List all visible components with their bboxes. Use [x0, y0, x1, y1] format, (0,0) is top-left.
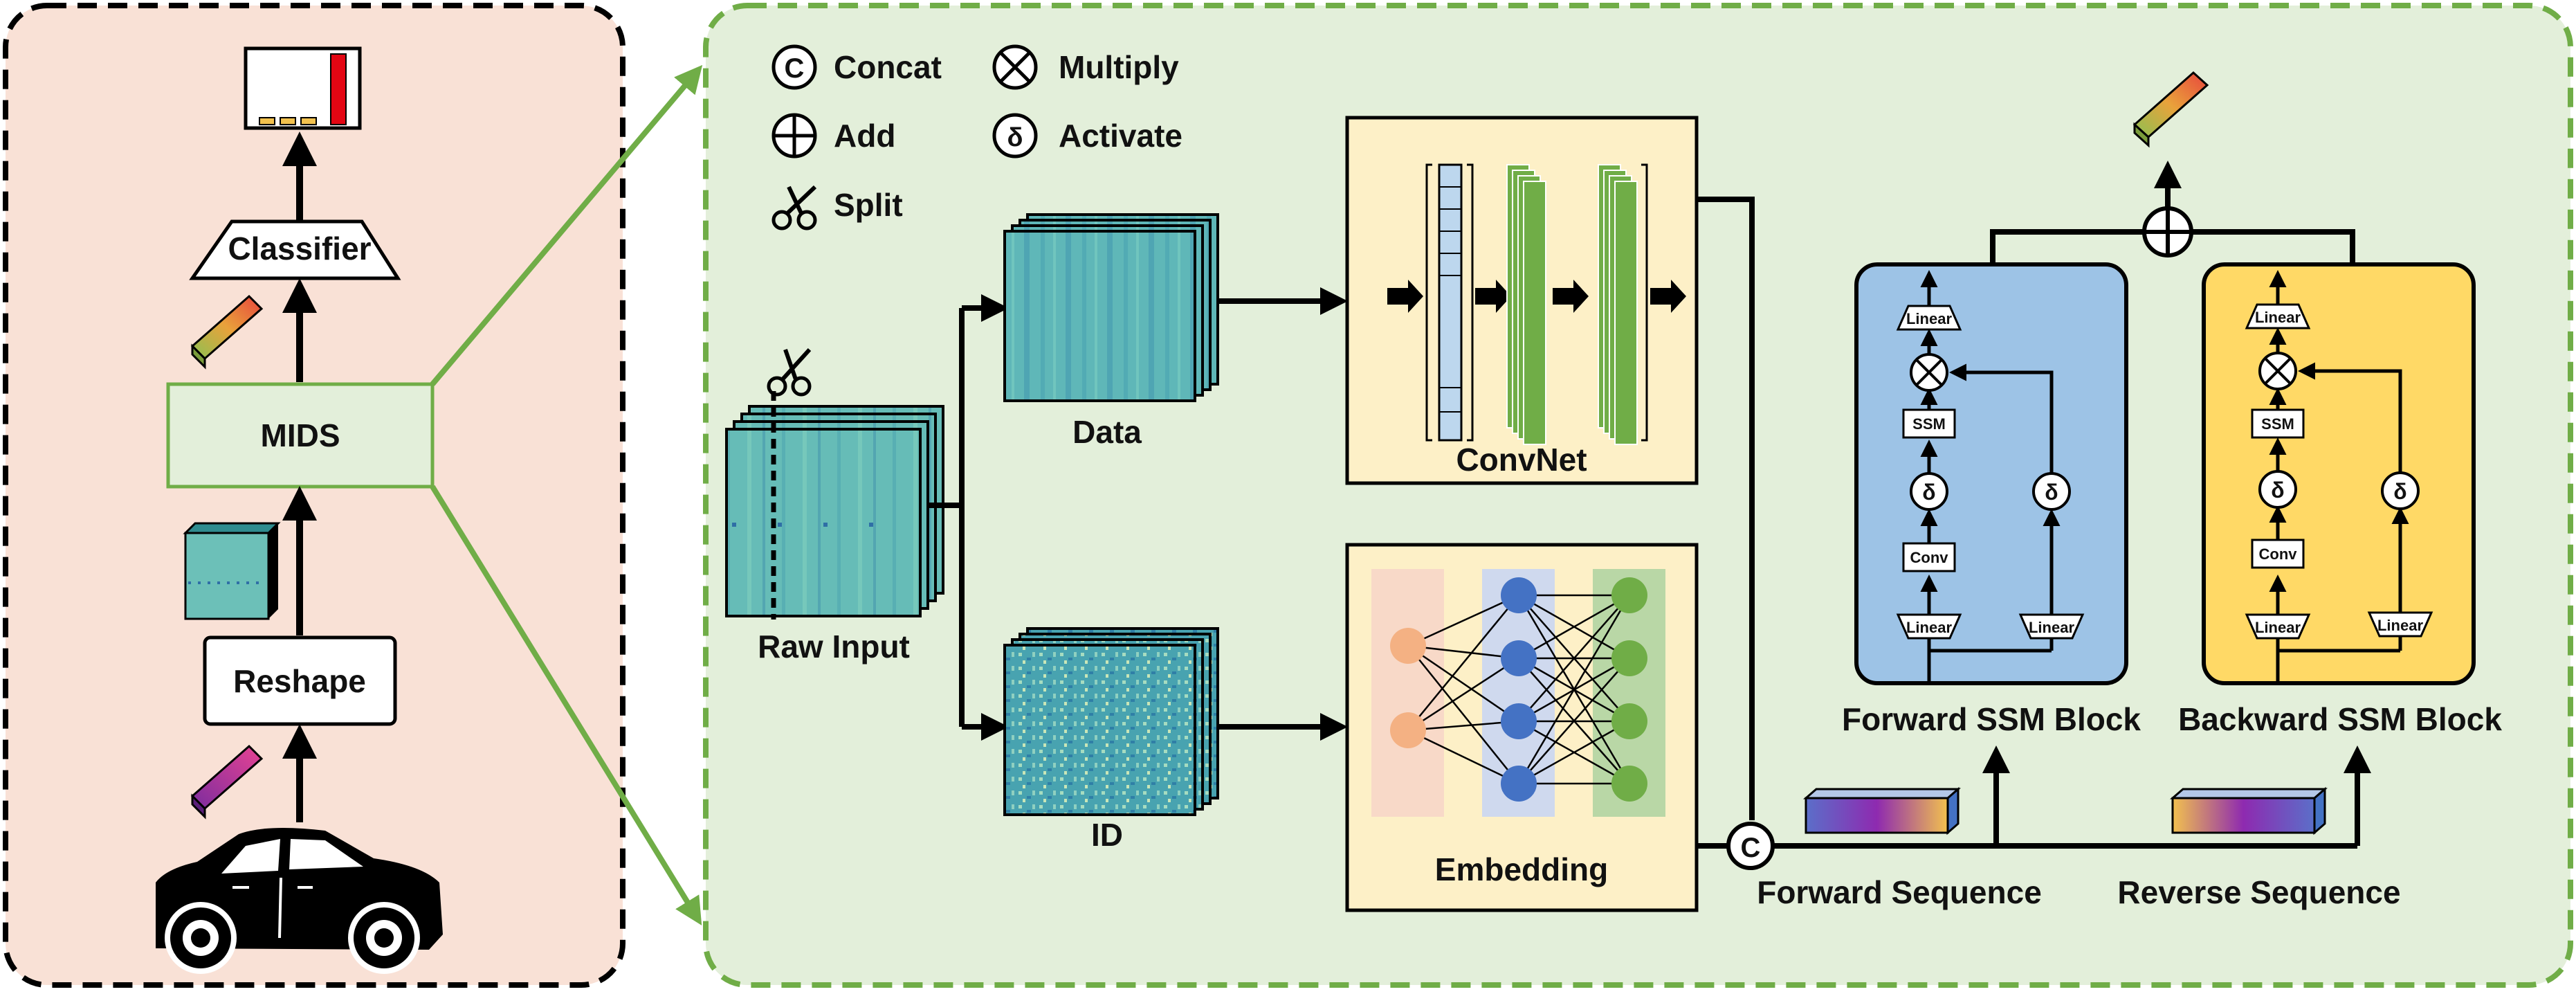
backward-ssm: SSM: [2261, 415, 2294, 433]
output-node: [1611, 640, 1647, 676]
raw-input-label: Raw Input: [758, 629, 910, 665]
feature-vector-icon: [190, 294, 264, 370]
output-merge: [1990, 71, 2355, 266]
reverse-sequence-label: Reverse Sequence: [2117, 874, 2400, 910]
backward-linear-out: Linear: [2255, 309, 2301, 326]
backward-linear-in-left: Linear: [2255, 619, 2301, 636]
backward-delta-left: δ: [2271, 478, 2284, 503]
embedding-block: Embedding: [1345, 543, 1699, 912]
backward-ssm-title: Backward SSM Block: [2178, 701, 2502, 737]
concat-node-symbol: C: [1741, 833, 1761, 863]
data-stack: Data: [1003, 213, 1219, 450]
reshape-label: Reshape: [233, 663, 366, 699]
split-arrows: [928, 294, 1009, 741]
input-node: [1390, 628, 1426, 664]
forward-delta-right: δ: [2045, 480, 2058, 505]
mids-label: MIDS: [261, 417, 340, 453]
reshaped-tensor-icon: [183, 522, 281, 620]
legend: C Concat Add Split Multiply δ Activate: [771, 44, 1182, 231]
id-stack: ID: [1003, 627, 1219, 853]
forward-linear-out: Linear: [1906, 310, 1952, 327]
concat-merge: C: [1697, 197, 2371, 870]
forward-sequence-bar: [1802, 786, 1962, 835]
car-icon: [156, 828, 443, 974]
left-panel: Classifier MIDS Reshape: [3, 3, 625, 988]
classifier-label: Classifier: [228, 231, 371, 266]
convnet-label: ConvNet: [1456, 442, 1587, 478]
forward-delta-left: δ: [1922, 480, 1935, 505]
concat-icon: [771, 44, 817, 90]
hidden-node: [1501, 577, 1537, 613]
right-panel: C Concat Add Split Multiply δ Activate: [703, 3, 2573, 988]
activate-symbol: δ: [1007, 123, 1023, 152]
forward-ssm-title: Forward SSM Block: [1842, 701, 2141, 737]
legend-add-label: Add: [834, 118, 895, 154]
reverse-sequence-bar: [2169, 786, 2328, 835]
zoom-connectors: [430, 64, 703, 925]
forward-linear-in-left: Linear: [1906, 619, 1952, 636]
forward-ssm-block: Linear Conv δ SSM Linear Linear δ Forw: [1842, 262, 2141, 737]
activate-icon: [992, 113, 1038, 159]
scissors-icon: [771, 185, 817, 231]
id-label: ID: [1091, 817, 1123, 853]
legend-split-label: Split: [834, 187, 903, 223]
forward-conv: Conv: [1910, 549, 1949, 566]
output-node: [1611, 766, 1647, 802]
backward-delta-right: δ: [2393, 479, 2406, 504]
reshape-block: Reshape: [203, 635, 397, 726]
split-scissors-icon: [767, 347, 812, 397]
backward-linear-in-right: Linear: [2377, 617, 2423, 634]
forward-sequence-label: Forward Sequence: [1757, 874, 2042, 910]
legend-multiply-label: Multiply: [1059, 49, 1179, 85]
legend-activate-label: Activate: [1059, 118, 1182, 154]
hidden-node: [1501, 703, 1537, 739]
mids-block: MIDS: [166, 382, 435, 489]
backward-conv: Conv: [2259, 545, 2298, 563]
convnet-block: ConvNet: [1345, 116, 1699, 485]
raw-input-stack: Raw Input: [725, 347, 944, 665]
output-chart-icon: [244, 46, 362, 130]
input-node: [1390, 712, 1426, 748]
hidden-node: [1501, 766, 1537, 802]
output-node: [1611, 577, 1647, 613]
backward-ssm-block: Linear Conv δ SSM Linear Linear δ Back: [2178, 262, 2502, 737]
embedding-edges: [1407, 594, 1631, 785]
output-vector-icon: [2132, 71, 2209, 148]
forward-linear-in-right: Linear: [2029, 619, 2074, 636]
embedding-label: Embedding: [1435, 851, 1608, 887]
hidden-node: [1501, 640, 1537, 676]
output-node: [1611, 703, 1647, 739]
input-signal-icon: [190, 744, 264, 820]
classifier-block: Classifier: [189, 219, 401, 280]
concat-symbol: C: [785, 53, 805, 84]
data-label: Data: [1072, 414, 1142, 450]
forward-ssm: SSM: [1912, 415, 1946, 433]
legend-concat-label: Concat: [834, 49, 942, 85]
